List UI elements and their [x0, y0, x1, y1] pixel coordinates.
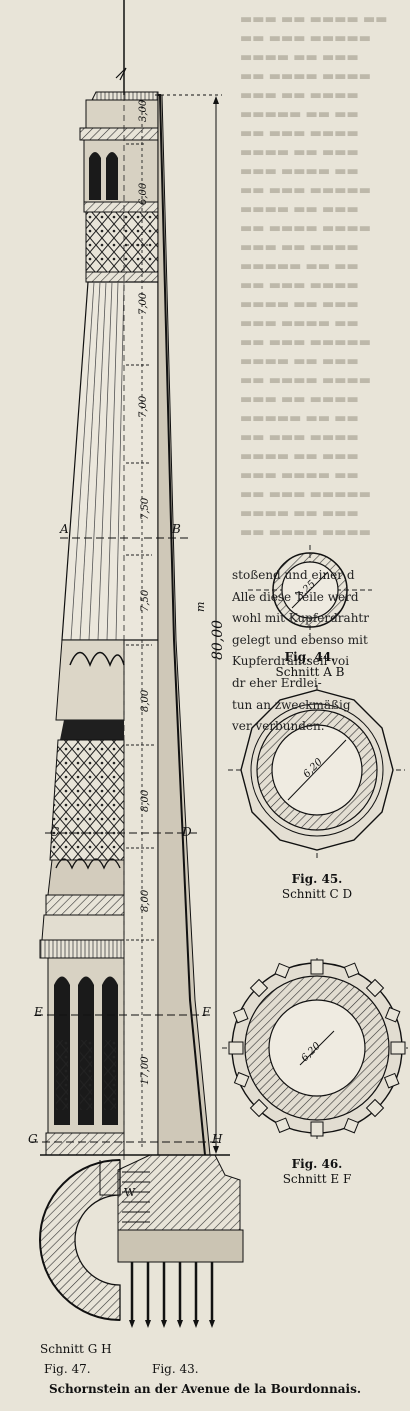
fig45-title: Schnitt C D [281, 887, 353, 901]
segment-label-1: 3,00 [138, 99, 149, 122]
foundation [40, 1154, 244, 1328]
body-line: wohl mit Kupferdrahtr [232, 611, 369, 626]
fig45-section: 6,20 [228, 685, 405, 860]
body-line: ver verbunden. [232, 719, 325, 734]
segment-label-9: 8,00 [140, 889, 151, 912]
body-line: dr eher Erdlei- [232, 675, 322, 690]
stair-mark-w: W [124, 1186, 136, 1199]
body-line: gelegt und ebenso mit [232, 632, 368, 647]
fig47-label: Fig. 47. [44, 1362, 91, 1376]
fig44-title: Schnitt A B [275, 665, 345, 679]
fig43-label: Fig. 43. [152, 1362, 199, 1376]
section-cut-lines [30, 537, 220, 1143]
segment-ticks [126, 100, 156, 1150]
section-mark-g: G [28, 1132, 38, 1146]
body-line: stoßend und einer d [232, 568, 355, 582]
section-mark-d: D [182, 825, 192, 839]
total-height-unit: m [194, 602, 207, 612]
segment-label-8: 8,00 [140, 789, 151, 812]
fig47-title: Schnitt G H [40, 1342, 112, 1356]
section-mark-h: H [212, 1132, 223, 1146]
body-line: Kupferdrahtseil voi [232, 654, 350, 669]
segment-label-5: 7,50 [140, 497, 151, 520]
segment-label-10: 17,00 [140, 1056, 151, 1085]
segment-label-2: 6,00 [138, 182, 149, 205]
section-mark-c: C [50, 825, 60, 839]
background-bleed-text: ▬▬▬ ▬▬ ▬▬▬▬ ▬▬▬▬ ▬▬▬ ▬▬▬▬▬▬▬▬▬ ▬▬ ▬▬▬▬▬ … [240, 12, 388, 540]
fig44-number: Fig. 44. [284, 650, 336, 664]
fig44-caption: Fig. 44. Schnitt A B [260, 650, 360, 680]
section-mark-f: F [202, 1005, 211, 1019]
segment-label-4: 7,00 [138, 395, 149, 418]
segment-label-6: 7,50 [140, 589, 151, 612]
fig46-title: Schnitt E F [282, 1172, 352, 1186]
fig46-number: Fig. 46. [291, 1157, 343, 1171]
section-mark-e: E [34, 1005, 43, 1019]
fig44-section: 3,25 [248, 545, 372, 638]
fig46-caption: Fig. 46. Schnitt E F [262, 1157, 372, 1187]
chimney-elevation [39, 0, 159, 1156]
fig45-caption: Fig. 45. Schnitt C D [262, 872, 372, 902]
fig47-plan [39, 1159, 121, 1321]
fig46-section: 6,20 [222, 958, 408, 1140]
total-height-dimension [155, 94, 222, 1154]
figure-caption: Schornstein an der Avenue de la Bourdonn… [48, 1382, 362, 1396]
body-line: Alle diese Teile werd [232, 589, 359, 604]
total-height-label: 80,00 [210, 620, 226, 660]
segment-labels: 3,00 6,00 7,00 7,00 7,50 7,50 8,00 8,00 … [138, 99, 226, 1085]
fig45-number: Fig. 45. [291, 872, 343, 886]
body-line: tun an zweckmäßig [232, 697, 351, 712]
segment-label-3: 7,00 [138, 292, 149, 315]
body-text: stoßend und einer d Alle diese Teile wer… [232, 565, 402, 738]
section-mark-a: A [60, 522, 69, 536]
segment-label-7: 8,00 [140, 689, 151, 712]
section-mark-b: B [172, 522, 181, 536]
